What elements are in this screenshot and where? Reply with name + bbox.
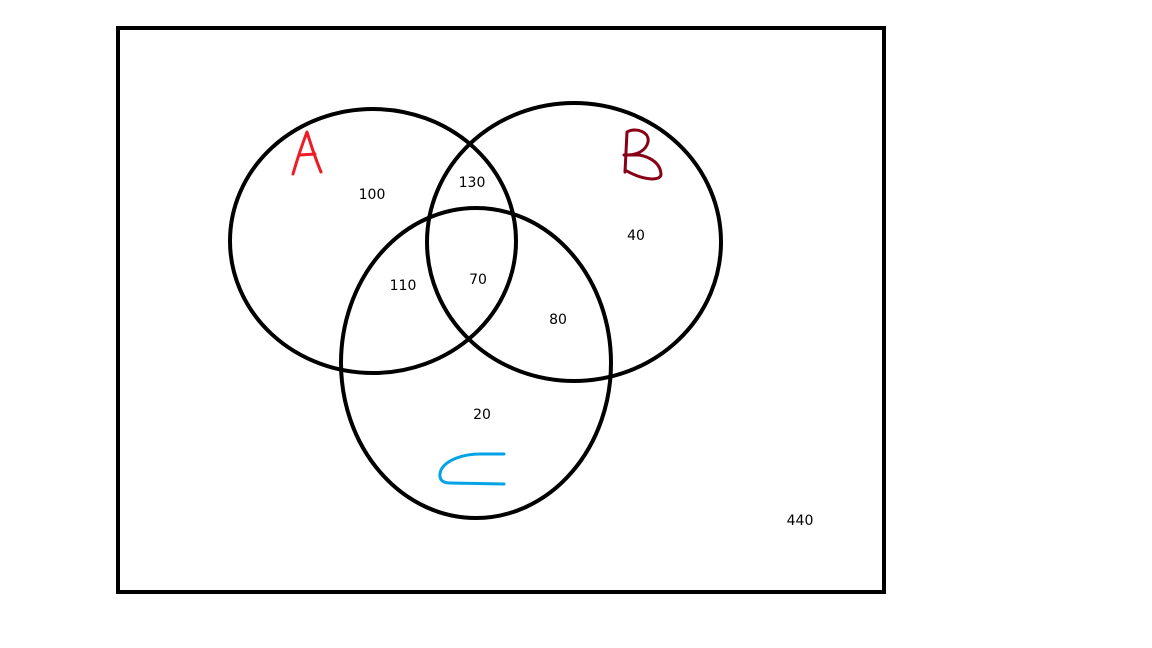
set-c-label: C xyxy=(438,452,506,486)
universe-frame xyxy=(116,26,886,594)
region-c-only-value: 20 xyxy=(473,407,491,423)
set-b-label-strokes xyxy=(622,128,663,181)
set-b-label: B xyxy=(622,128,663,181)
set-a-label: A xyxy=(291,130,323,176)
region-a-only-value: 100 xyxy=(359,187,386,203)
set-a-circle xyxy=(228,107,518,375)
region-b-c-only-value: 80 xyxy=(549,312,567,328)
set-a-label-strokes xyxy=(291,130,323,176)
set-b-circle xyxy=(425,101,723,383)
region-outside-value: 440 xyxy=(787,513,814,529)
set-c-label-strokes xyxy=(438,452,506,486)
region-a-b-c-value: 70 xyxy=(469,272,487,288)
region-a-b-only-value: 130 xyxy=(459,175,486,191)
region-a-c-only-value: 110 xyxy=(390,278,417,294)
region-b-only-value: 40 xyxy=(627,228,645,244)
set-c-circle xyxy=(339,206,613,520)
